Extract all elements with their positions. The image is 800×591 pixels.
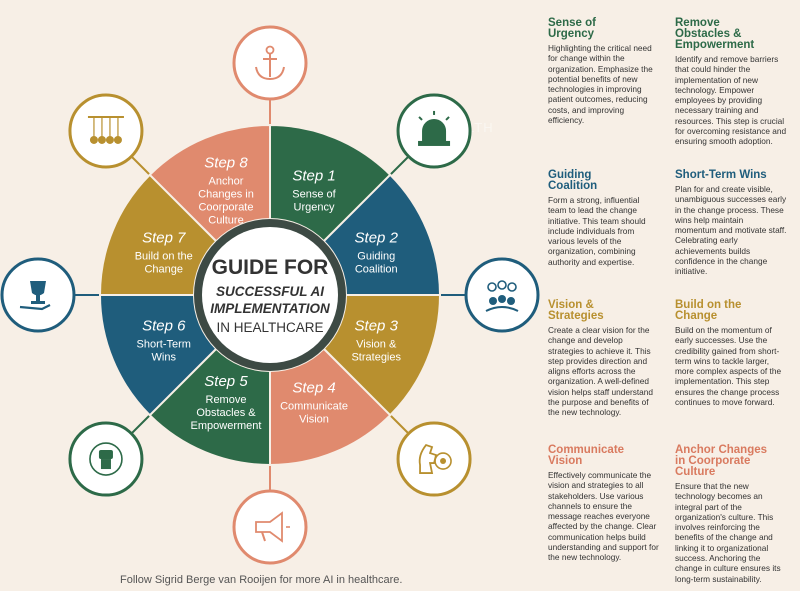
card-short-term-wins: Short-Term Wins Plan for and create visi…: [675, 169, 787, 277]
segment-step-title: Step 2: [355, 229, 399, 246]
segment-step-label: Culture: [208, 214, 243, 226]
segment-step-label: Urgency: [294, 201, 335, 213]
megaphone-icon: [232, 489, 308, 565]
segment-step-title: Step 7: [142, 229, 186, 246]
footer-credit: Follow Sigrid Berge van Rooijen for more…: [120, 574, 403, 586]
card-text: Identify and remove barriers that could …: [675, 54, 787, 147]
alarm-siren-icon: [396, 93, 472, 169]
card-text: Effectively communicate the vision and s…: [548, 470, 659, 563]
segment-step-label: Coalition: [355, 263, 398, 275]
segment-step-label: Strategies: [351, 352, 401, 364]
segment-step-label: Communicate: [280, 401, 348, 413]
segment-step-label: Obstacles &: [196, 407, 256, 419]
card-text: Ensure that the new technology becomes a…: [675, 481, 781, 584]
segment-step-label: Build on the: [135, 250, 193, 262]
segment-step-label: Remove: [206, 394, 247, 406]
newtons-cradle-icon: [68, 93, 144, 169]
card-title: Short-Term Wins: [675, 169, 767, 181]
segment-step-label: Change: [144, 263, 183, 275]
segment-step-title: Step 1: [292, 167, 335, 184]
icon-circles: [0, 25, 540, 565]
card-vision-strategies: Vision &Strategies Create a clear vision…: [548, 299, 660, 418]
card-text: Plan for and create visible, unambiguous…: [675, 184, 787, 277]
center-title-1: GUIDE FOR: [212, 256, 329, 279]
segment-step-label: Anchor: [209, 175, 244, 187]
segment-step-title: Step 8: [204, 154, 248, 171]
segment-step-label: Guiding: [357, 250, 395, 262]
card-text: Highlighting the critical need for chang…: [548, 43, 653, 126]
segment-step-title: Step 6: [142, 318, 186, 335]
chess-knight-target-icon: [396, 421, 472, 497]
segment-step-title: Step 5: [204, 373, 248, 390]
center-title-4: IN HEALTHCARE: [216, 320, 323, 335]
center-title-2: SUCCESSFUL AI: [216, 284, 324, 299]
segment-step-title: Step 3: [355, 318, 399, 335]
segment-step-label: Vision: [299, 414, 329, 426]
segment-step-title: Step 4: [292, 380, 335, 397]
card-text: Build on the momentum of early successes…: [675, 325, 782, 408]
segment-step-label: Changes in: [198, 188, 254, 200]
segment-step-label: Empowerment: [191, 420, 262, 432]
center-title-3: IMPLEMENTATION: [210, 301, 330, 316]
segment-step-label: Coorporate: [198, 201, 253, 213]
raised-fist-icon: [68, 421, 144, 497]
team-icon: [464, 257, 540, 333]
segment-step-label: Vision &: [356, 339, 397, 351]
card-text: Form a strong, influential team to lead …: [548, 195, 646, 267]
trophy-hand-icon: [0, 257, 76, 333]
anchor-icon: [232, 25, 308, 101]
segment-step-label: Sense of: [292, 188, 336, 200]
segment-step-label: Short-Term: [137, 339, 191, 351]
card-text: Create a clear vision for the change and…: [548, 325, 654, 418]
segment-step-label: Wins: [152, 352, 177, 364]
center-disc: [202, 227, 338, 363]
card-title: Vision &Strategies: [548, 299, 604, 322]
